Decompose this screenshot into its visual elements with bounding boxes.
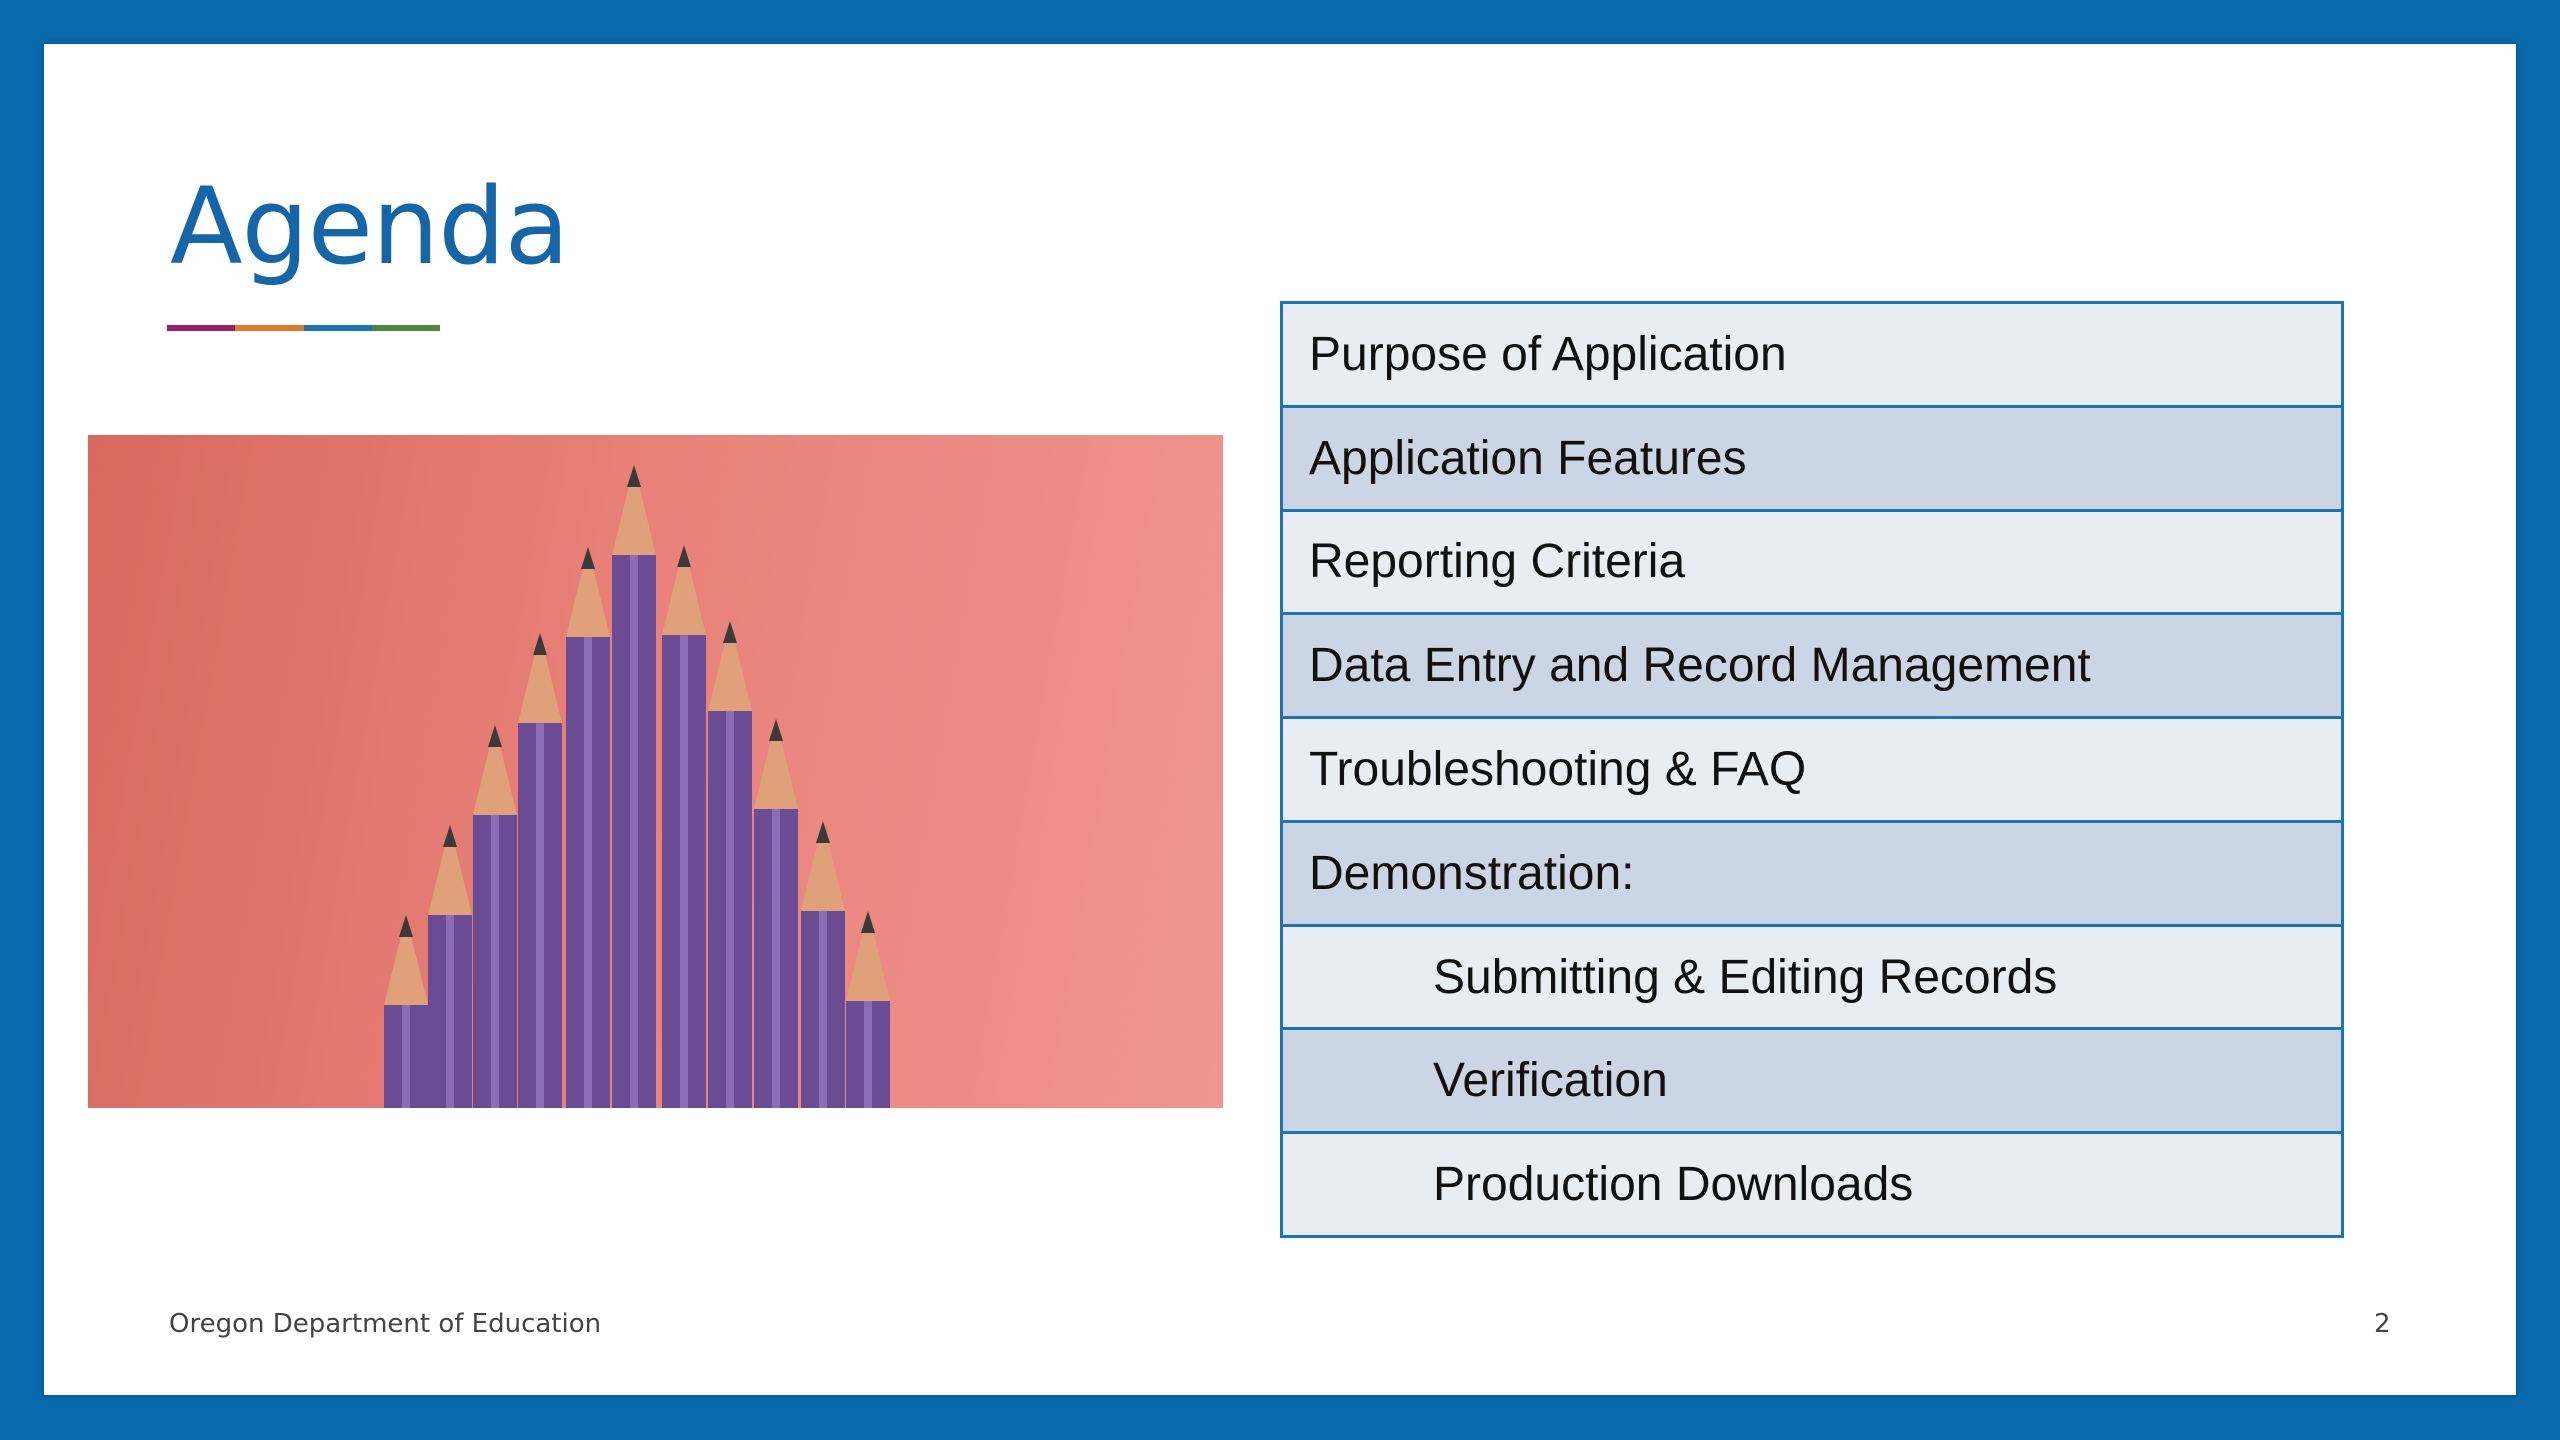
agenda-item: Submitting & Editing Records	[1283, 926, 2341, 1031]
agenda-item: Reporting Criteria	[1283, 511, 2341, 616]
agenda-item: Troubleshooting & FAQ	[1283, 719, 2341, 823]
agenda-item: Demonstration:	[1283, 822, 2341, 927]
pencil	[708, 621, 752, 1108]
footer-text: Oregon Department of Education	[169, 1309, 602, 1339]
agenda-item: Production Downloads	[1283, 1134, 2341, 1236]
slide-title: Agenda	[170, 165, 569, 288]
page-number: 2	[2374, 1309, 2391, 1339]
pencils-photo-icon	[88, 435, 1223, 1108]
title-underline	[167, 325, 440, 331]
underline-segment	[235, 325, 304, 331]
pencil	[428, 825, 472, 1108]
pencil	[846, 911, 890, 1108]
pencil	[662, 545, 706, 1108]
pencil	[566, 547, 610, 1108]
agenda-item: Verification	[1283, 1030, 2341, 1135]
pencil	[754, 719, 798, 1108]
pencil	[384, 915, 428, 1108]
agenda-item: Application Features	[1283, 407, 2341, 512]
pencil	[473, 725, 517, 1108]
pencil	[518, 633, 562, 1108]
pencil	[801, 821, 845, 1108]
underline-segment	[303, 325, 372, 331]
agenda-item: Data Entry and Record Management	[1283, 615, 2341, 720]
agenda-item: Purpose of Application	[1283, 304, 2341, 408]
underline-segment	[371, 325, 440, 331]
pencils-illustration	[384, 465, 890, 1108]
underline-segment	[167, 325, 236, 331]
pencil	[612, 465, 656, 1108]
